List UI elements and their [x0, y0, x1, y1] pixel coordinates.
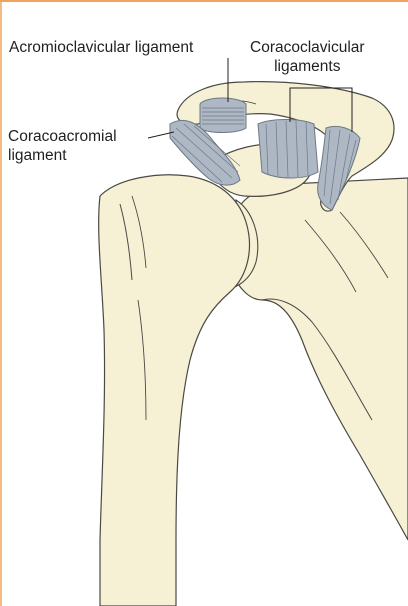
label-coracoacromial-ligament: Coracoacromial ligament: [8, 127, 117, 165]
label-line: Coracoacromial: [8, 128, 117, 145]
label-line: ligaments: [274, 58, 340, 75]
label-line: Coracoclavicular: [250, 39, 365, 56]
label-acromioclavicular-ligament: Acromioclavicular ligament: [9, 38, 193, 57]
acromioclavicular-ligament: [200, 98, 246, 133]
coracoclavicular-ligament-trapezoid: [258, 120, 318, 179]
label-coracoclavicular-ligaments: Coracoclavicular ligaments: [250, 38, 365, 76]
humerus-bone: [99, 175, 250, 606]
label-line: ligament: [8, 147, 67, 164]
